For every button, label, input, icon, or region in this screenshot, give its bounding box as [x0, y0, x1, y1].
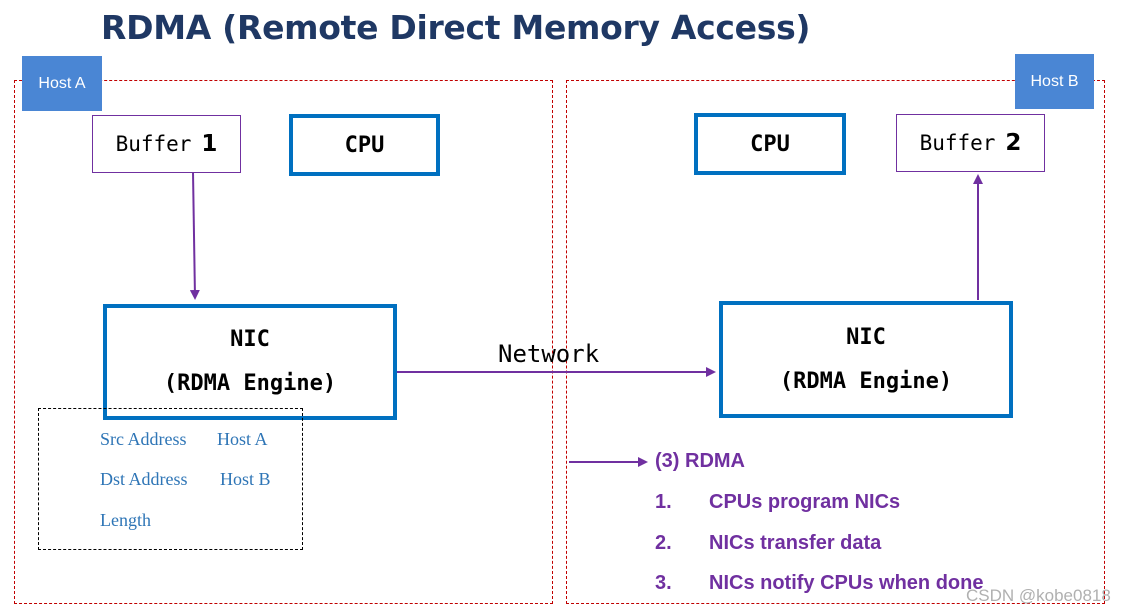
network-label: Network: [498, 340, 600, 368]
rdma-step-1-num: 1.: [655, 491, 672, 513]
nic-a-box: NIC (RDMA Engine): [103, 304, 397, 420]
buffer-1-number: 1: [201, 131, 218, 157]
host-b-tag: Host B: [1015, 54, 1094, 109]
src-address-label: Src Address: [100, 429, 187, 449]
rdma-step-2-text: NICs transfer data: [709, 532, 882, 554]
host-b-region: [566, 80, 1105, 604]
cpu-b-label: CPU: [750, 131, 790, 157]
src-address-value: Host A: [217, 429, 268, 449]
buffer-2-label: Buffer: [919, 131, 996, 155]
buffer-2-box: Buffer 2: [896, 114, 1045, 172]
buffer-1-box: Buffer 1: [92, 115, 241, 173]
rdma-step-3-num: 3.: [655, 572, 672, 594]
nic-b-line1: NIC: [846, 324, 886, 350]
cpu-b-box: CPU: [694, 113, 846, 175]
length-label: Length: [100, 510, 151, 530]
dst-address-value: Host B: [220, 469, 271, 489]
rdma-step-2-num: 2.: [655, 532, 672, 554]
buffer-2-number: 2: [1005, 130, 1022, 156]
nic-b-box: NIC (RDMA Engine): [719, 301, 1013, 418]
nic-b-line2: (RDMA Engine): [779, 368, 953, 394]
rdma-step-1-text: CPUs program NICs: [709, 491, 901, 513]
cpu-a-label: CPU: [344, 132, 385, 158]
host-a-tag: Host A: [22, 56, 102, 111]
buffer-1-label: Buffer: [115, 132, 192, 156]
dst-address-label: Dst Address: [100, 469, 188, 489]
page-title: RDMA (Remote Direct Memory Access): [101, 8, 811, 47]
rdma-step-3-text: NICs notify CPUs when done: [709, 572, 984, 594]
watermark: CSDN @kobe0818: [966, 586, 1111, 605]
host-a-region: [14, 80, 553, 604]
nic-a-line2: (RDMA Engine): [163, 371, 337, 396]
rdma-heading: (3) RDMA: [655, 450, 745, 472]
nic-a-line1: NIC: [230, 327, 270, 352]
descriptor-box: [38, 408, 303, 550]
cpu-a-box: CPU: [289, 114, 440, 176]
